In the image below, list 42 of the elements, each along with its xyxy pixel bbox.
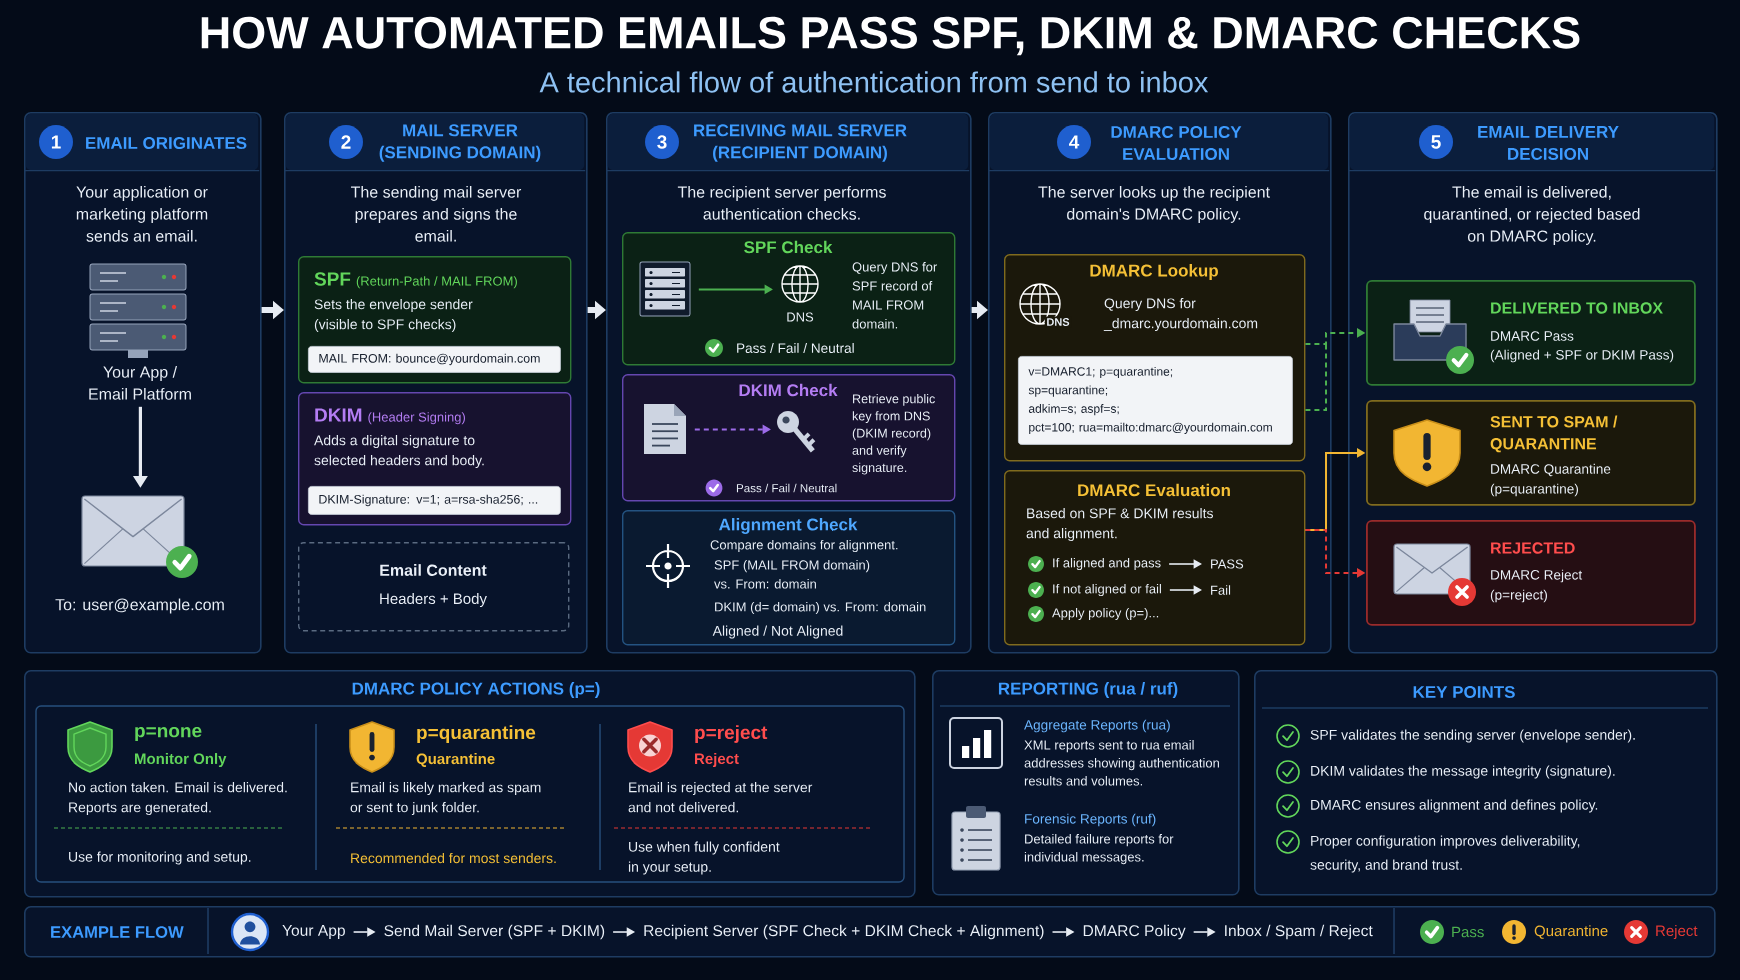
icon-caption: Your App / Email Platform (89, 366, 191, 400)
panel-heading: REPORTING (rua / ruf) (998, 682, 1178, 698)
section-heading: DMARC Lookup (1090, 264, 1218, 280)
key-icon (777, 411, 816, 453)
server-icon (639, 261, 691, 317)
outcome-heading: REJECTED (1491, 542, 1575, 554)
policy-title: p=reject (695, 725, 768, 743)
step-badge: 5 (1419, 125, 1453, 159)
section-heading: DMARC Evaluation (1078, 483, 1230, 497)
step-heading: RECEIVING MAIL SERVER (RECIPIENT DOMAIN) (694, 124, 907, 162)
section-heading: Alignment Check (719, 518, 858, 534)
title: HOW AUTOMATED EMAILS PASS SPF, DKIM & DMARC CHECKS (201, 16, 1580, 56)
step-heading: EMAIL DELIVERY DECISION (1478, 126, 1619, 160)
step-badge: 2 (329, 125, 363, 159)
flow-heading: EXAMPLE FLOW (51, 926, 184, 938)
policy-title: p=quarantine (417, 725, 536, 743)
subtitle: A technical flow of authentication from send to inbox (539, 71, 1209, 93)
arrow (1169, 585, 1202, 595)
step-badge: 4 (1057, 125, 1091, 159)
icon-caption: To: user@example.com (55, 598, 224, 614)
section-heading: SPF Check (744, 240, 833, 254)
panel-heading: KEY POINTS (1413, 686, 1515, 698)
section-heading: SPF (314, 272, 351, 286)
panel-heading: DMARC POLICY ACTIONS (p=) (352, 682, 600, 698)
step-heading: DMARC POLICY EVALUATION (1111, 126, 1242, 160)
step-heading: MAIL SERVER (SENDING DOMAIN) (379, 124, 541, 162)
description: Your application or marketing platform sends an email. (76, 186, 208, 242)
step-badge: 3 (645, 125, 679, 159)
document-icon (644, 404, 686, 454)
description: The recipient server performs authentication checks. (677, 186, 886, 220)
section-heading: Email Content (380, 564, 487, 576)
section-heading: DKIM (315, 408, 362, 422)
outcome-heading: SENT TO SPAM / QUARANTINE (1490, 415, 1618, 453)
policy-title: p=none (135, 726, 202, 742)
step-badge: 1 (39, 125, 73, 159)
arrow (1168, 559, 1202, 569)
description: The server looks up the recipient domain's DMARC policy. (1038, 186, 1270, 223)
section-heading: DKIM Check (739, 383, 838, 397)
step-heading: EMAIL ORIGINATES (86, 137, 247, 149)
description: The email is delivered, quarantined, or rejected based on DMARC policy. (1424, 186, 1640, 245)
description: The sending mail server prepares and signs the email. (351, 186, 522, 242)
outcome-heading: DELIVERED TO INBOX (1491, 302, 1663, 314)
